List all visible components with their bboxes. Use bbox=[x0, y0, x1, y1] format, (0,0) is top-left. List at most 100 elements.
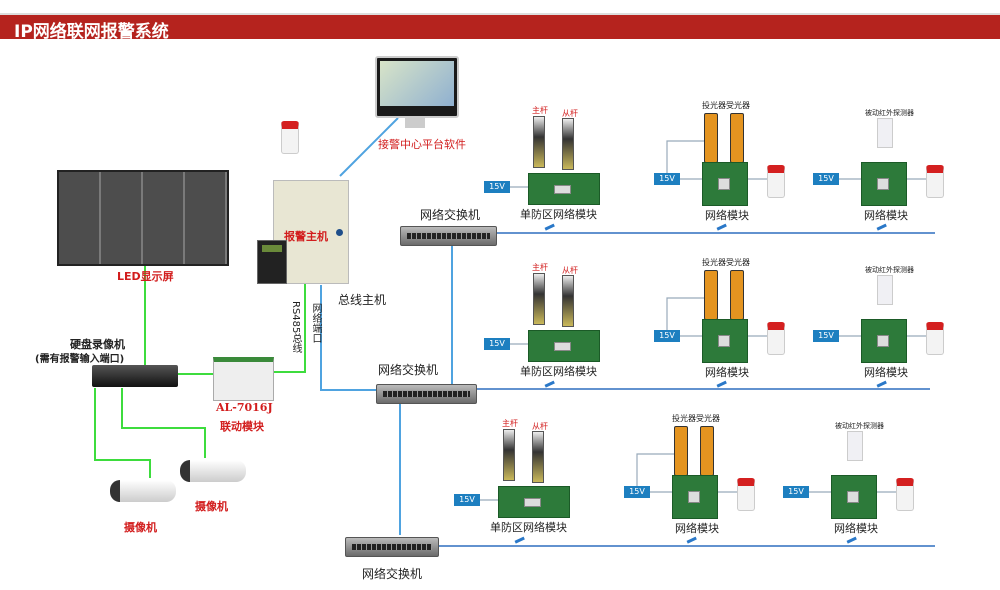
dvr-label: 硬盘录像机 bbox=[70, 338, 125, 351]
monitor-label: 接警中心平台软件 bbox=[378, 138, 466, 151]
single-zone-module bbox=[528, 330, 600, 362]
sub-pole-detector bbox=[532, 431, 544, 483]
line-host-switch2 bbox=[320, 285, 376, 391]
emitter-label: 投光器 bbox=[702, 258, 726, 267]
alarm-host-face-text: 报警主机 bbox=[284, 230, 328, 243]
voltage-badge: 15V bbox=[783, 486, 809, 498]
siren-icon bbox=[926, 322, 944, 355]
wire bbox=[636, 453, 674, 486]
network-module-label: 网络模块 bbox=[864, 209, 908, 222]
network-module-pir bbox=[831, 475, 877, 519]
single-zone-module bbox=[498, 486, 570, 518]
pir-label: 被动红外探测器 bbox=[835, 422, 884, 430]
single-zone-label: 单防区网络模块 bbox=[490, 521, 567, 534]
rs485-label: RS485总线 bbox=[290, 301, 301, 354]
wire bbox=[666, 140, 704, 173]
network-module-label: 网络模块 bbox=[864, 366, 908, 379]
page-title: IP网络联网报警系统 bbox=[14, 22, 169, 42]
voltage-badge: 15V bbox=[624, 486, 650, 498]
emitter-label: 投光器 bbox=[702, 101, 726, 110]
emitter-label: 投光器 bbox=[672, 414, 696, 423]
sub-pole-detector bbox=[562, 118, 574, 170]
monitor bbox=[375, 56, 459, 118]
receiver-label: 受光器 bbox=[696, 414, 720, 423]
pir-detector bbox=[847, 431, 863, 461]
switch-2-label: 网络交换机 bbox=[378, 363, 439, 377]
switch-1-label: 网络交换机 bbox=[420, 208, 481, 222]
wire bbox=[666, 297, 704, 330]
voltage-badge: 15V bbox=[484, 181, 510, 193]
network-module-pir bbox=[861, 162, 907, 206]
single-zone-label: 单防区网络模块 bbox=[520, 208, 597, 221]
beam-receiver bbox=[700, 426, 714, 476]
line-monitor-host bbox=[339, 117, 399, 177]
network-module-label: 网络模块 bbox=[675, 522, 719, 535]
single-zone-label: 单防区网络模块 bbox=[520, 365, 597, 378]
switch-3-label: 网络交换机 bbox=[362, 567, 423, 581]
linkage-module bbox=[213, 357, 274, 401]
single-zone-module bbox=[528, 173, 600, 205]
led-label: LED显示屏 bbox=[117, 270, 174, 283]
voltage-badge: 15V bbox=[813, 330, 839, 342]
sub-pole-label: 从杆 bbox=[562, 266, 578, 275]
voltage-badge: 15V bbox=[654, 330, 680, 342]
voltage-badge: 15V bbox=[484, 338, 510, 350]
sub-pole-label: 从杆 bbox=[562, 109, 578, 118]
pir-detector bbox=[877, 118, 893, 148]
main-pole-label: 主杆 bbox=[502, 419, 518, 428]
pir-label: 被动红外探测器 bbox=[865, 266, 914, 274]
main-pole-detector bbox=[533, 273, 545, 325]
net-port-label: 网络端口 bbox=[310, 303, 321, 343]
beam-receiver bbox=[730, 113, 744, 163]
camera-2 bbox=[180, 460, 246, 482]
sub-pole-detector bbox=[562, 275, 574, 327]
dvr-sublabel: (需有报警输入端口) bbox=[35, 354, 125, 365]
camera-2-label: 摄像机 bbox=[195, 500, 228, 513]
voltage-badge: 15V bbox=[813, 173, 839, 185]
sub-pole-label: 从杆 bbox=[532, 422, 548, 431]
network-switch-1 bbox=[400, 226, 497, 246]
network-module-beam bbox=[672, 475, 718, 519]
voltage-badge: 15V bbox=[454, 494, 480, 506]
line-dvr-camera2 bbox=[121, 388, 206, 458]
beam-emitter bbox=[674, 426, 688, 476]
alarm-host: 报警主机 bbox=[273, 180, 349, 284]
bus-host-label: 总线主机 bbox=[338, 293, 387, 307]
siren-icon bbox=[896, 478, 914, 511]
linkage-model: AL-7016J bbox=[216, 401, 273, 414]
receiver-label: 受光器 bbox=[726, 258, 750, 267]
monitor-stand bbox=[405, 116, 425, 128]
main-pole-label: 主杆 bbox=[532, 263, 548, 272]
network-module-pir bbox=[861, 319, 907, 363]
pir-detector bbox=[877, 275, 893, 305]
siren-icon bbox=[767, 322, 785, 355]
host-indicator-icon bbox=[336, 229, 343, 236]
beam-receiver bbox=[730, 270, 744, 320]
line-linkage-host bbox=[272, 283, 306, 373]
line-dvr-camera1 bbox=[94, 388, 151, 478]
main-pole-detector bbox=[533, 116, 545, 168]
pir-label: 被动红外探测器 bbox=[865, 109, 914, 117]
network-switch-2 bbox=[376, 384, 477, 404]
camera-1-label: 摄像机 bbox=[124, 521, 157, 534]
network-module-label: 网络模块 bbox=[834, 522, 878, 535]
keypad bbox=[257, 240, 287, 284]
main-pole-label: 主杆 bbox=[532, 106, 548, 115]
linkage-label: 联动模块 bbox=[220, 420, 264, 433]
network-module-beam bbox=[702, 319, 748, 363]
network-module-label: 网络模块 bbox=[705, 366, 749, 379]
siren-icon bbox=[281, 121, 299, 154]
camera-1 bbox=[110, 480, 176, 502]
network-switch-3 bbox=[345, 537, 439, 557]
network-module-label: 网络模块 bbox=[705, 209, 749, 222]
receiver-label: 受光器 bbox=[726, 101, 750, 110]
siren-icon bbox=[737, 478, 755, 511]
main-pole-detector bbox=[503, 429, 515, 481]
siren-icon bbox=[767, 165, 785, 198]
beam-emitter bbox=[704, 270, 718, 320]
network-module-beam bbox=[702, 162, 748, 206]
beam-emitter bbox=[704, 113, 718, 163]
title-bar: IP网络联网报警系统 bbox=[0, 13, 1000, 42]
voltage-badge: 15V bbox=[654, 173, 680, 185]
